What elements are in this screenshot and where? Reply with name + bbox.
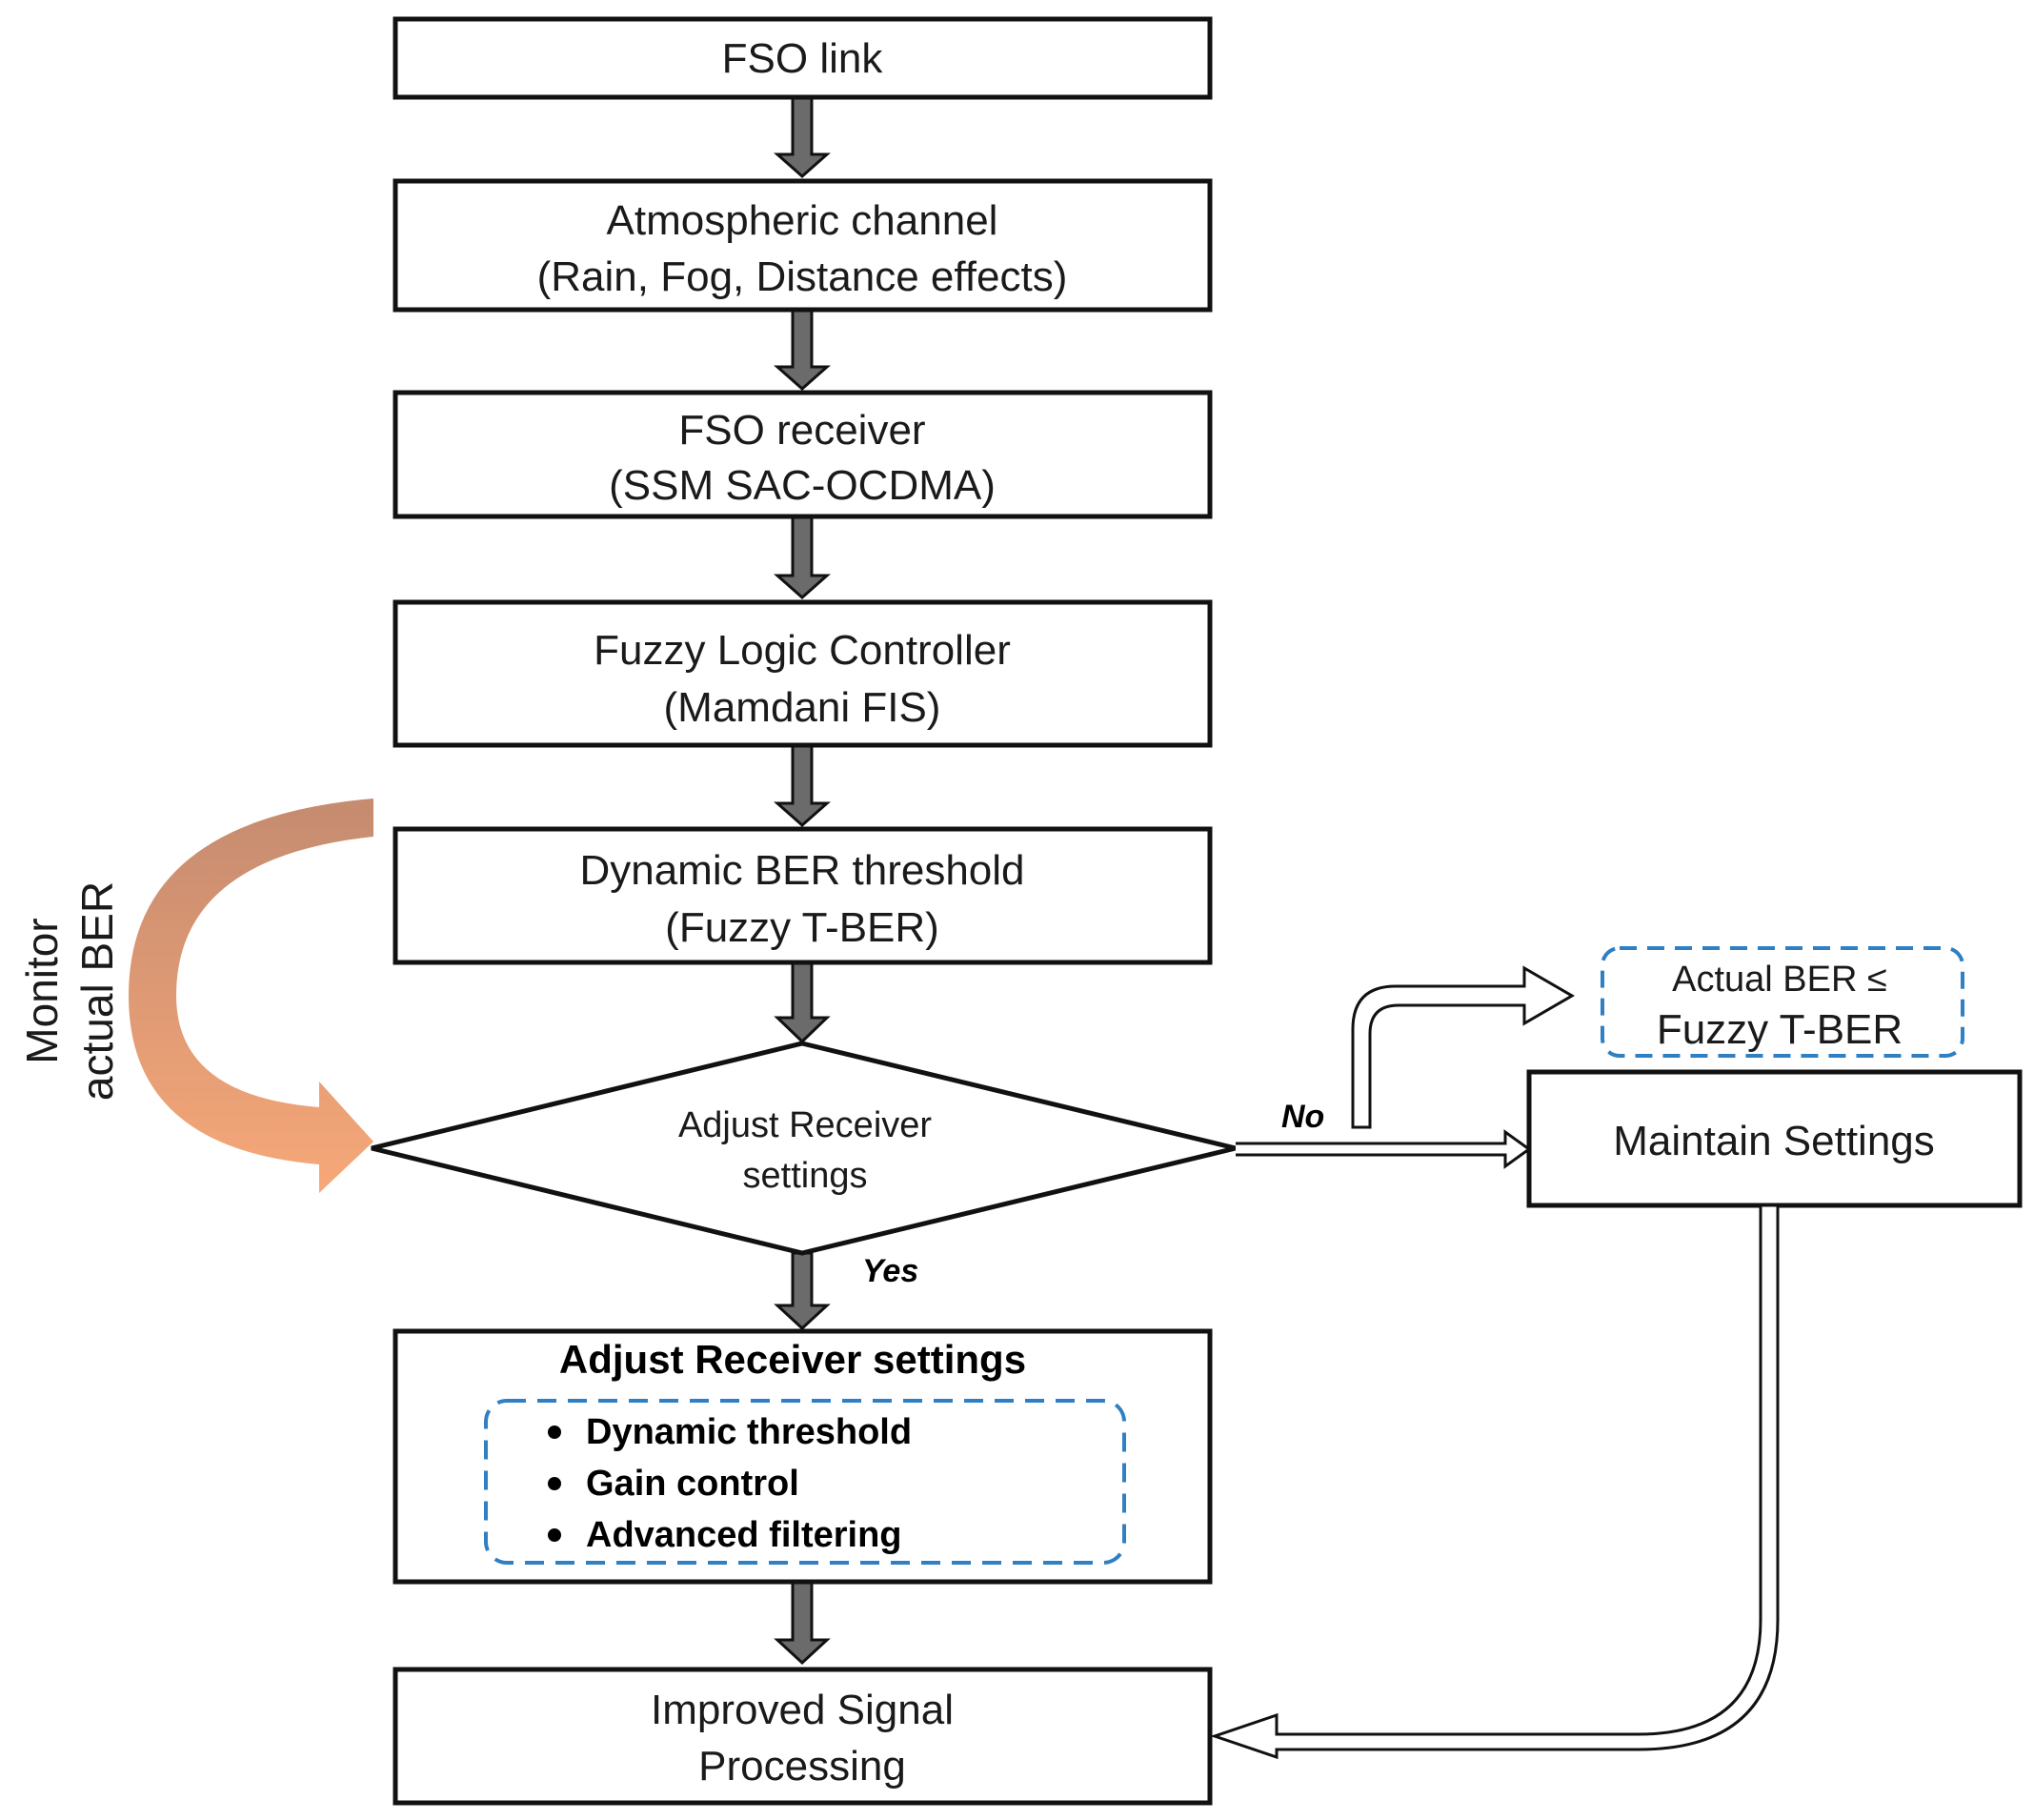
fso-link-label: FSO link bbox=[722, 35, 884, 82]
adjust-receiver-settings-title: Adjust Receiver settings bbox=[559, 1337, 1026, 1382]
decision-label-line1: Adjust Receiver bbox=[678, 1105, 932, 1145]
decision-diamond bbox=[371, 1041, 1237, 1256]
decision-label-line2: settings bbox=[743, 1156, 868, 1196]
improved-signal-processing-box bbox=[393, 1667, 1213, 1806]
flow-arrow-3 bbox=[774, 516, 831, 600]
condition-label-line1: Actual BER ≤ bbox=[1672, 960, 1887, 1000]
maintain-settings-label: Maintain Settings bbox=[1613, 1118, 1935, 1164]
fuzzy-logic-controller-subtitle: (Mamdani FIS) bbox=[664, 684, 941, 731]
fso-receiver-subtitle: (SSM SAC-OCDMA) bbox=[609, 462, 996, 509]
condition-dashed-box bbox=[1601, 946, 1964, 1058]
monitor-label-line1: Monitor bbox=[17, 918, 67, 1063]
flow-arrow-2 bbox=[774, 309, 831, 392]
dynamic-ber-threshold-subtitle: (Fuzzy T-BER) bbox=[665, 904, 939, 951]
atmospheric-channel-subtitle: (Rain, Fog, Distance effects) bbox=[537, 253, 1068, 300]
bullet-dot bbox=[548, 1477, 561, 1490]
adjust-item-gain-control: Gain control bbox=[586, 1464, 799, 1504]
no-label: No bbox=[1281, 1099, 1324, 1135]
monitor-feedback-arrow bbox=[129, 799, 373, 1193]
bullet-dot bbox=[548, 1426, 561, 1439]
dynamic-ber-threshold-box bbox=[393, 826, 1213, 965]
improved-signal-processing-subtitle: Processing bbox=[698, 1743, 906, 1790]
flow-arrow-6 bbox=[774, 1581, 831, 1666]
atmospheric-channel-title: Atmospheric channel bbox=[607, 197, 998, 244]
adjust-receiver-settings-box bbox=[393, 1328, 1213, 1585]
flow-arrow-4 bbox=[774, 744, 831, 828]
fso-link-box bbox=[393, 16, 1213, 100]
flow-arrow-yes bbox=[774, 1251, 831, 1331]
adjust-settings-dashed-group bbox=[484, 1399, 1126, 1565]
condition-label-line2: Fuzzy T-BER bbox=[1657, 1006, 1903, 1053]
no-arrow bbox=[1236, 1129, 1532, 1169]
condition-arrow bbox=[1351, 965, 1575, 1129]
adjust-item-advanced-filtering: Advanced filtering bbox=[586, 1515, 902, 1555]
yes-label: Yes bbox=[862, 1253, 918, 1289]
flow-arrow-1 bbox=[774, 96, 831, 179]
bullet-dot bbox=[548, 1528, 561, 1542]
flow-arrow-5 bbox=[774, 961, 831, 1044]
atmospheric-channel-box bbox=[393, 178, 1213, 313]
improved-signal-processing-title: Improved Signal bbox=[651, 1687, 954, 1733]
fuzzy-logic-controller-title: Fuzzy Logic Controller bbox=[594, 627, 1011, 674]
fuzzy-logic-controller-box bbox=[393, 599, 1213, 748]
dynamic-ber-threshold-title: Dynamic BER threshold bbox=[579, 847, 1024, 894]
fso-receiver-box bbox=[393, 390, 1213, 519]
monitor-label-line2: actual BER bbox=[72, 881, 122, 1101]
fso-receiver-title: FSO receiver bbox=[678, 407, 925, 454]
maintain-settings-box bbox=[1526, 1069, 2023, 1208]
maintain-to-improved-arrow bbox=[1210, 1203, 1780, 1760]
adjust-item-dynamic-threshold: Dynamic threshold bbox=[586, 1412, 912, 1452]
